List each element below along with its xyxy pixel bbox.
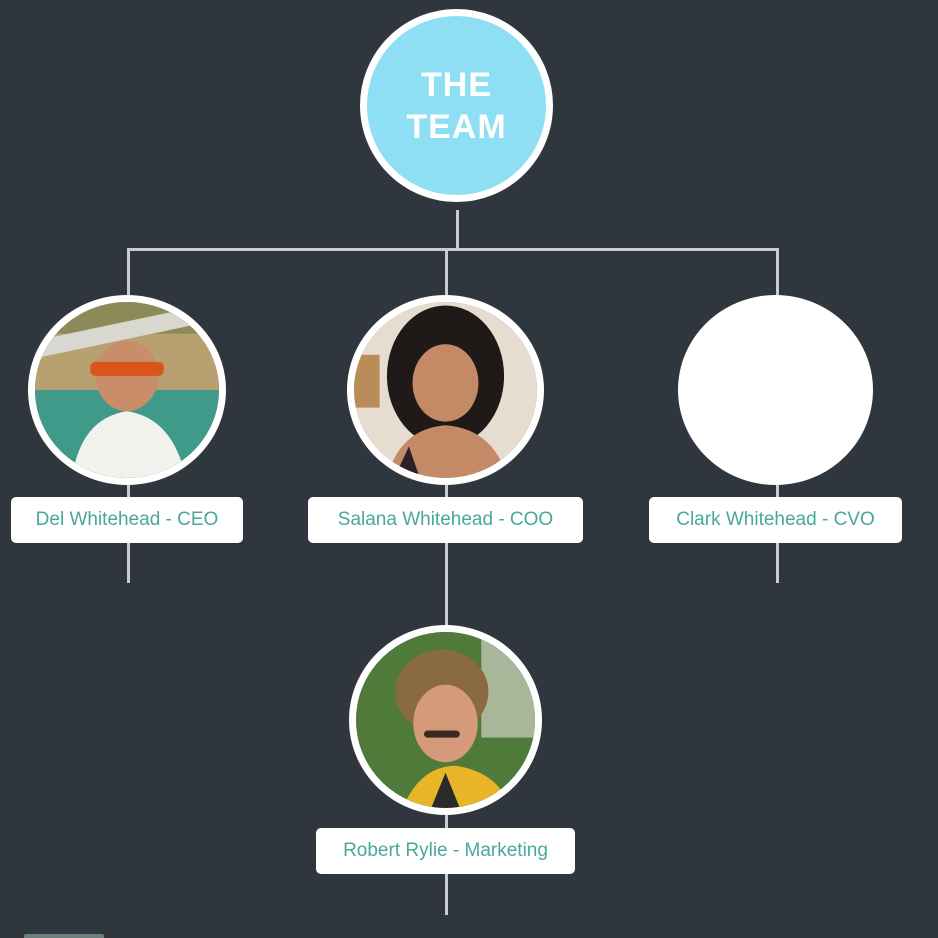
root-title-line1: THE (421, 65, 492, 104)
root-stem (456, 210, 459, 250)
bottom-edge-tab (24, 934, 104, 938)
ceo-photo-image (35, 302, 219, 478)
horizontal-connector (127, 248, 779, 251)
team-root-node: THE TEAM (360, 9, 553, 202)
member-label-marketing[interactable]: Robert Rylie - Marketing (316, 828, 575, 874)
cvo-avatar-placeholder (678, 295, 873, 485)
member-label-coo[interactable]: Salana Whitehead - COO (308, 497, 583, 543)
root-title-line2: TEAM (406, 107, 507, 146)
drop-line-ceo (127, 251, 130, 295)
ceo-avatar (28, 295, 226, 485)
drop-line-coo (445, 251, 448, 295)
marketing-avatar (349, 625, 542, 815)
member-label-ceo[interactable]: Del Whitehead - CEO (11, 497, 243, 543)
marketing-photo-image (356, 632, 535, 808)
coo-avatar (347, 295, 544, 485)
member-label-cvo[interactable]: Clark Whitehead - CVO (649, 497, 902, 543)
coo-photo-image (354, 302, 537, 478)
coo-to-marketing-line (445, 485, 448, 627)
drop-line-cvo (776, 251, 779, 295)
